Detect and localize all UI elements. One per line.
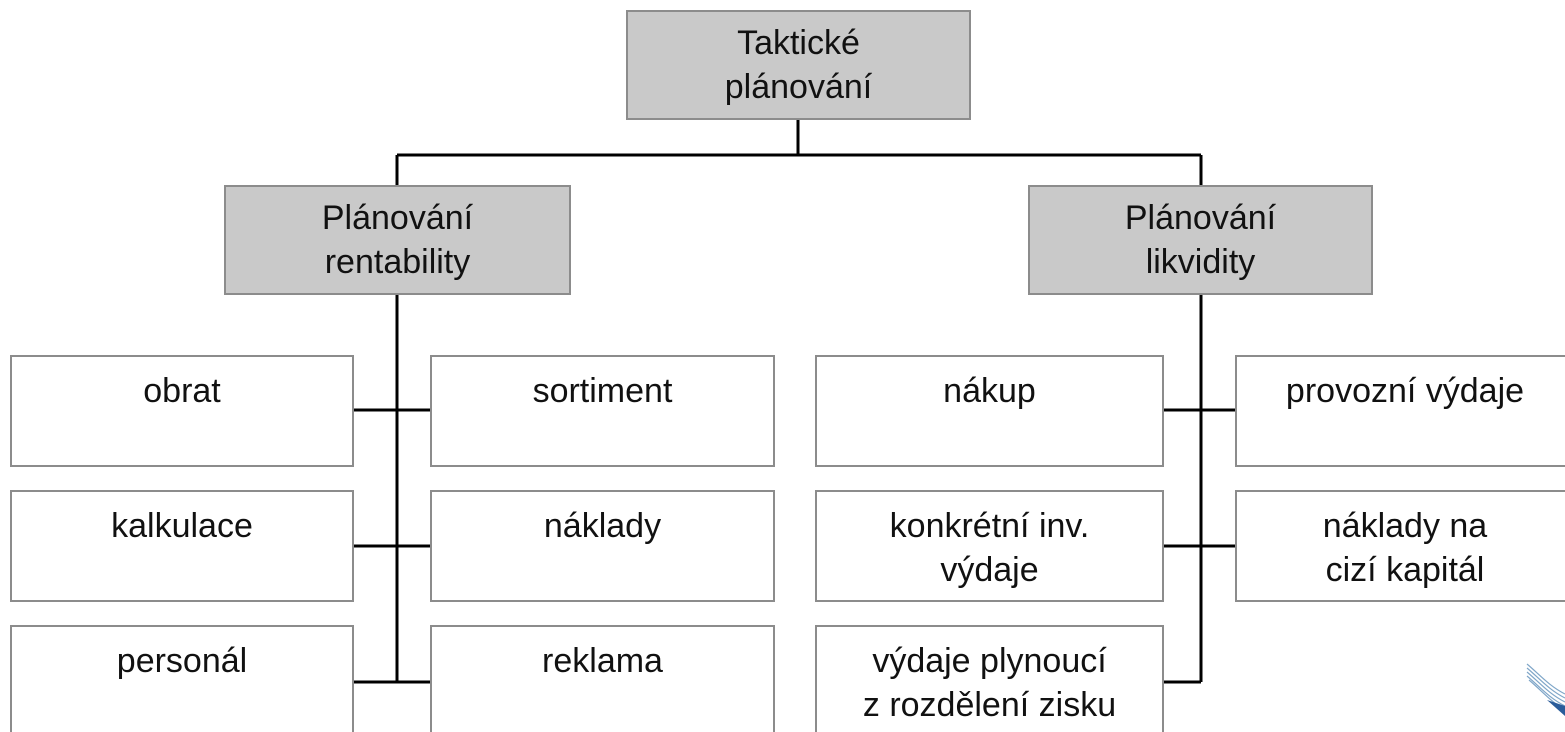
- root-node-line-1: Taktické: [737, 24, 860, 62]
- left-item-label: náklady: [543, 507, 662, 545]
- right-item-label-line-2: z rozdělení zisku: [862, 686, 1117, 724]
- left-item-sortiment: sortiment: [430, 355, 775, 467]
- right-item-naklady-na-cizi-kapital: náklady na cizí kapitál: [1235, 490, 1565, 602]
- right-header-line-1: Plánování: [1124, 199, 1277, 237]
- right-item-label-line-1: výdaje plynoucí: [872, 642, 1107, 680]
- right-item-nakup: nákup: [815, 355, 1164, 467]
- left-item-kalkulace: kalkulace: [10, 490, 354, 602]
- right-header-line-2: likvidity: [1145, 243, 1256, 281]
- left-item-label: kalkulace: [111, 507, 253, 545]
- right-item-label-line-2: cizí kapitál: [1325, 551, 1485, 589]
- right-item-vydaje-z-rozdeleni-zisku: výdaje plynoucí z rozdělení zisku: [815, 625, 1164, 732]
- right-item-provozni-vydaje: provozní výdaje: [1235, 355, 1565, 467]
- root-node: Taktické plánování: [626, 10, 971, 120]
- left-header-line-1: Plánování: [321, 199, 474, 237]
- left-item-label: obrat: [143, 372, 221, 410]
- right-item-label-line-1: náklady na: [1322, 507, 1488, 545]
- left-item-personal: personál: [10, 625, 354, 732]
- logo-swoosh-icon: [1526, 663, 1565, 716]
- root-node-line-2: plánování: [724, 68, 873, 106]
- left-item-label: reklama: [542, 642, 663, 680]
- right-header-node: Plánování likvidity: [1028, 185, 1373, 295]
- left-item-naklady: náklady: [430, 490, 775, 602]
- left-header-line-2: rentability: [324, 243, 471, 281]
- left-header-node: Plánování rentability: [224, 185, 571, 295]
- right-item-label: nákup: [943, 372, 1036, 410]
- left-item-reklama: reklama: [430, 625, 775, 732]
- left-item-obrat: obrat: [10, 355, 354, 467]
- left-item-label: sortiment: [532, 372, 673, 410]
- right-item-label-line-1: konkrétní inv.: [889, 507, 1090, 545]
- left-item-label: personál: [116, 642, 248, 680]
- right-item-konkretni-inv-vydaje: konkrétní inv. výdaje: [815, 490, 1164, 602]
- right-item-label: provozní výdaje: [1285, 372, 1525, 410]
- right-item-label-line-2: výdaje: [940, 551, 1039, 589]
